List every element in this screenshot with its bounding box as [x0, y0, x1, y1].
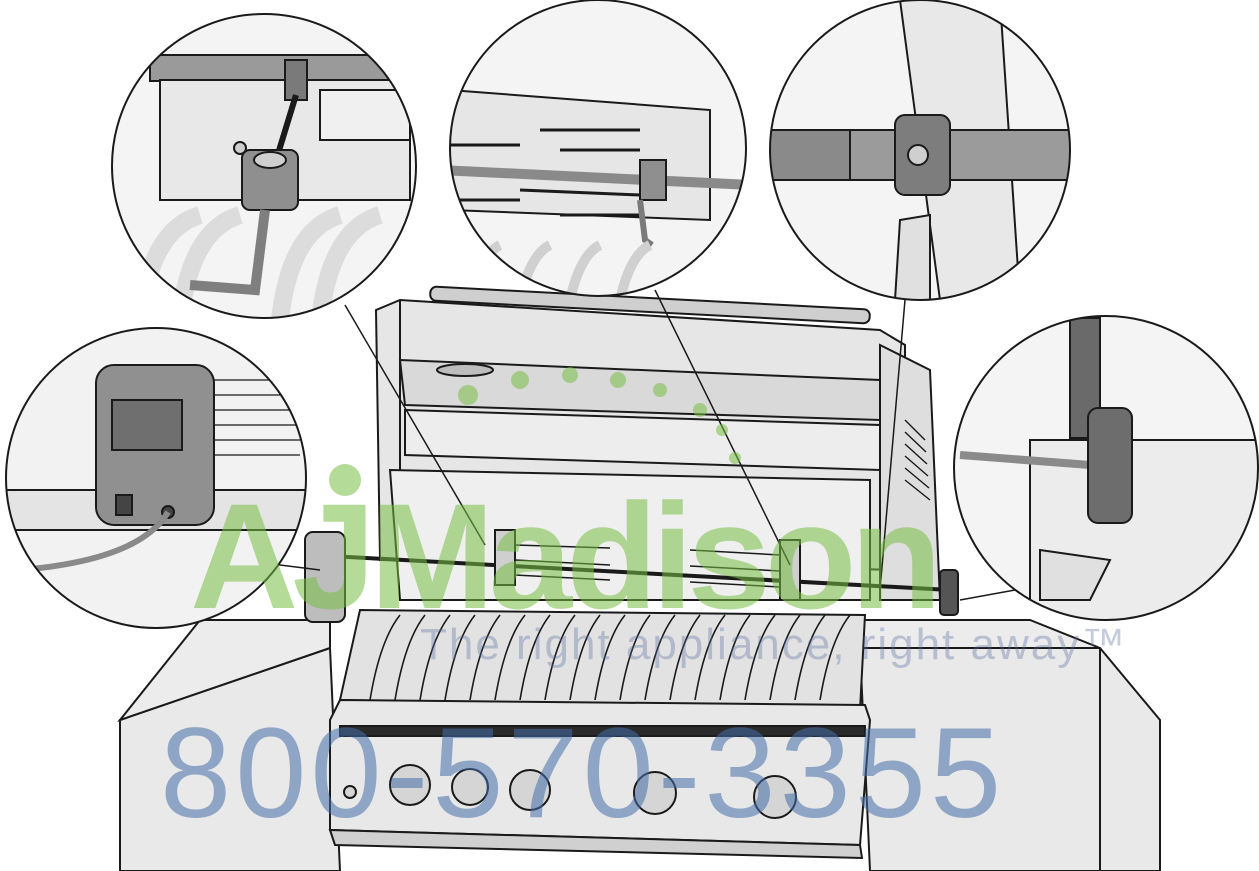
- ignition-button: [343, 785, 357, 799]
- callout-spit-handle: [953, 315, 1259, 621]
- callout-spit-collar: [769, 0, 1071, 301]
- burner-knob: [389, 764, 431, 806]
- watermark-dots: [329, 367, 741, 496]
- burner-knob: [451, 768, 489, 806]
- callout-rotisserie-motor: [5, 327, 307, 629]
- burner-knob: [633, 771, 677, 815]
- rotisserie-assembly: [304, 529, 959, 623]
- rotisserie-spit-rod: [329, 554, 951, 592]
- motor-switch-icon: [115, 494, 133, 516]
- burner-knob: [509, 769, 551, 811]
- fork-thumbscrew-icon: [639, 159, 667, 201]
- grill-cart: [117, 619, 1161, 871]
- spit-handle-icon: [1087, 407, 1133, 524]
- callout-spit-forks: [449, 0, 747, 297]
- control-knobs: [343, 764, 797, 819]
- burner-knob: [753, 775, 797, 819]
- callout-spit-support-wrench: [111, 13, 417, 319]
- spit-handle: [939, 569, 959, 616]
- rotisserie-motor: [304, 531, 346, 623]
